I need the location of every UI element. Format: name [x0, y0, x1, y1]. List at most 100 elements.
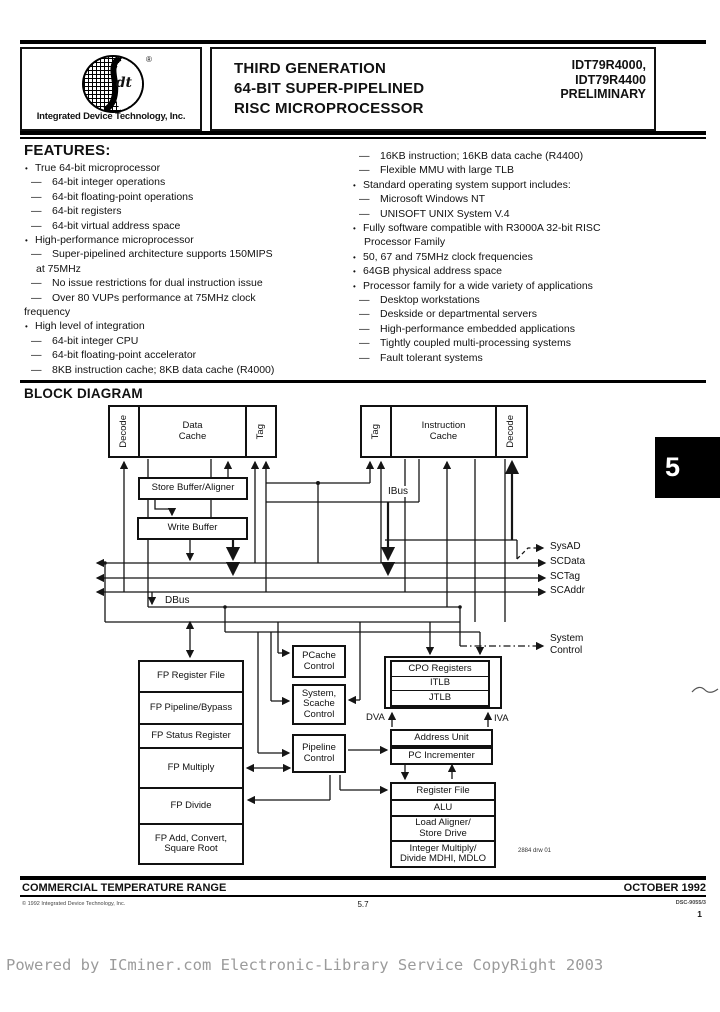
feature-item: •True 64-bit microprocessor [25, 162, 161, 174]
icache-tag-label: Tag [369, 423, 381, 440]
feature-item: —16KB instruction; 16KB data cache (R440… [359, 150, 584, 162]
icache-decode-section: Decode [497, 407, 526, 456]
registered-mark: ® [146, 55, 152, 64]
scan-artifact [691, 686, 719, 693]
feature-item: —64-bit registers [31, 205, 122, 218]
feature-item: —64-bit virtual address space [31, 219, 181, 232]
instruction-cache-label: Instruction Cache [392, 407, 497, 456]
document-title: THIRD GENERATION 64-BIT SUPER-PIPELINED … [234, 59, 424, 119]
idt-logo: dt [82, 55, 144, 113]
feature-item: •Standard operating system support inclu… [353, 178, 571, 191]
section-rule [20, 380, 706, 383]
feature-item: —Tightly coupled multi-processing system… [359, 337, 572, 350]
address-unit: Address Unit [392, 731, 491, 747]
feature-item: Processor Family [364, 236, 446, 249]
block-diagram-heading: BLOCK DIAGRAM [24, 386, 143, 401]
part-numbers: IDT79R4000, IDT79R4400 PRELIMINARY [560, 58, 646, 102]
feature-item: —Deskside or departmental servers [359, 308, 537, 321]
feature-item: —8KB instruction cache; 8KB data cache (… [31, 363, 275, 376]
feature-item: •64GB physical address space [353, 265, 502, 278]
part-line: IDT79R4000, [571, 58, 646, 72]
features-left-column: •True 64-bit microprocessor —64-bit integ… [24, 161, 350, 377]
feature-item: —Fault tolerant systems [359, 351, 483, 364]
feature-item: —64-bit integer operations [31, 176, 166, 189]
load-aligner-store-drive: Load Aligner/ Store Drive [392, 817, 494, 842]
logo-highlight [114, 57, 142, 111]
jtlb: JTLB [428, 691, 452, 703]
fp-register-file: FP Register File [140, 662, 242, 693]
icache-decode-label: Decode [505, 415, 517, 448]
document-code: DSC-9055/3 [675, 900, 706, 906]
feature-item: at 75MHz [36, 262, 81, 275]
cpo-registers: CPO Registers [392, 662, 488, 677]
top-rule [20, 40, 706, 44]
dbus-label: DBus [163, 595, 192, 606]
alu: ALU [392, 801, 494, 817]
feature-item: —64-bit floating-point operations [31, 190, 194, 203]
pipeline-control-box: Pipeline Control [292, 734, 346, 773]
title-line: RISC MICROPROCESSOR [234, 100, 424, 117]
integer-multiply-divide: Integer Multiply/ Divide MDHI, MDLO [399, 842, 487, 864]
feature-item: —Super-pipelined architecture supports 1… [31, 248, 273, 261]
fp-add-convert-sqrt: FP Add, Convert, Square Root [154, 832, 228, 854]
write-buffer-box: Write Buffer [137, 517, 248, 540]
icache-tag-section: Tag [362, 407, 392, 456]
feature-item: •High level of integration [25, 320, 145, 333]
feature-item: —No issue restrictions for dual instruct… [31, 277, 263, 290]
signal-system-control: System Control [550, 633, 584, 656]
cpo-tlb-stack: CPO Registers ITLB JTLB [390, 660, 490, 707]
feature-item: —UNISOFT UNIX System V.4 [359, 207, 510, 220]
dcache-tag-label: Tag [254, 423, 266, 440]
address-unit-stack: Address Unit PC Incrementer [390, 729, 493, 765]
dva-label: DVA [366, 712, 385, 723]
signal-sctag: SCTag [550, 571, 581, 582]
page-number: 1 [697, 909, 702, 919]
pcache-control-box: PCache Control [292, 645, 346, 678]
feature-item: •50, 67 and 75MHz clock frequencies [353, 250, 533, 263]
company-name: Integrated Device Technology, Inc. [36, 111, 186, 122]
integer-unit-stack: Register File ALU Load Aligner/ Store Dr… [390, 782, 496, 868]
title-line: THIRD GENERATION [234, 60, 387, 77]
features-right-column: —16KB instruction; 16KB data cache (R440… [352, 149, 708, 365]
temperature-range-label: COMMERCIAL TEMPERATURE RANGE [22, 882, 227, 894]
footer-rule-thin [20, 895, 706, 897]
feature-item: •Processor family for a wide variety of … [353, 279, 593, 292]
signal-scdata: SCData [550, 556, 586, 567]
date-label: OCTOBER 1992 [623, 882, 706, 894]
feature-item: —64-bit integer CPU [31, 334, 139, 347]
logo-integral-stroke [103, 57, 122, 111]
title-box: THIRD GENERATION 64-BIT SUPER-PIPELINED … [210, 47, 656, 131]
pc-incrementer: PC Incrementer [392, 747, 491, 763]
scache-control-box: System, Scache Control [292, 684, 346, 725]
section-tab: 5 [655, 437, 720, 498]
data-cache-label: Data Cache [140, 407, 247, 456]
feature-item: •High-performance microprocessor [25, 234, 194, 247]
part-line: PRELIMINARY [560, 87, 646, 101]
iva-label: IVA [494, 713, 509, 724]
feature-item: —Microsoft Windows NT [359, 193, 486, 206]
signal-scaddr: SCAddr [550, 585, 586, 596]
dcache-tag-section: Tag [247, 407, 275, 456]
logo-letters: dt [115, 75, 132, 91]
dcache-decode-label: Decode [117, 415, 129, 448]
itlb: ITLB [392, 677, 488, 692]
instruction-cache-unit: Tag Instruction Cache Decode [360, 405, 528, 458]
title-line: 64-BIT SUPER-PIPELINED [234, 80, 425, 97]
fp-multiply: FP Multiply [140, 749, 242, 789]
feature-item: —64-bit floating-point accelerator [31, 349, 197, 362]
ibus-label: IBus [386, 486, 411, 497]
footer-rule-thick [20, 876, 706, 880]
signal-sysad: SysAD [550, 541, 581, 552]
watermark-text: Powered by ICminer.com Electronic-Librar… [6, 956, 604, 974]
section-page-number: 5.7 [357, 900, 369, 909]
register-file: Register File [392, 784, 494, 801]
fp-pipeline-bypass: FP Pipeline/Bypass [140, 693, 242, 725]
dcache-decode-section: Decode [110, 407, 140, 456]
feature-item: —Over 80 VUPs performance at 75MHz clock [31, 291, 256, 304]
data-cache-unit: Decode Data Cache Tag [108, 405, 277, 458]
feature-item: —Flexible MMU with large TLB [359, 164, 515, 177]
features-heading: FEATURES: [24, 142, 111, 159]
header-rule-thick [20, 131, 706, 135]
